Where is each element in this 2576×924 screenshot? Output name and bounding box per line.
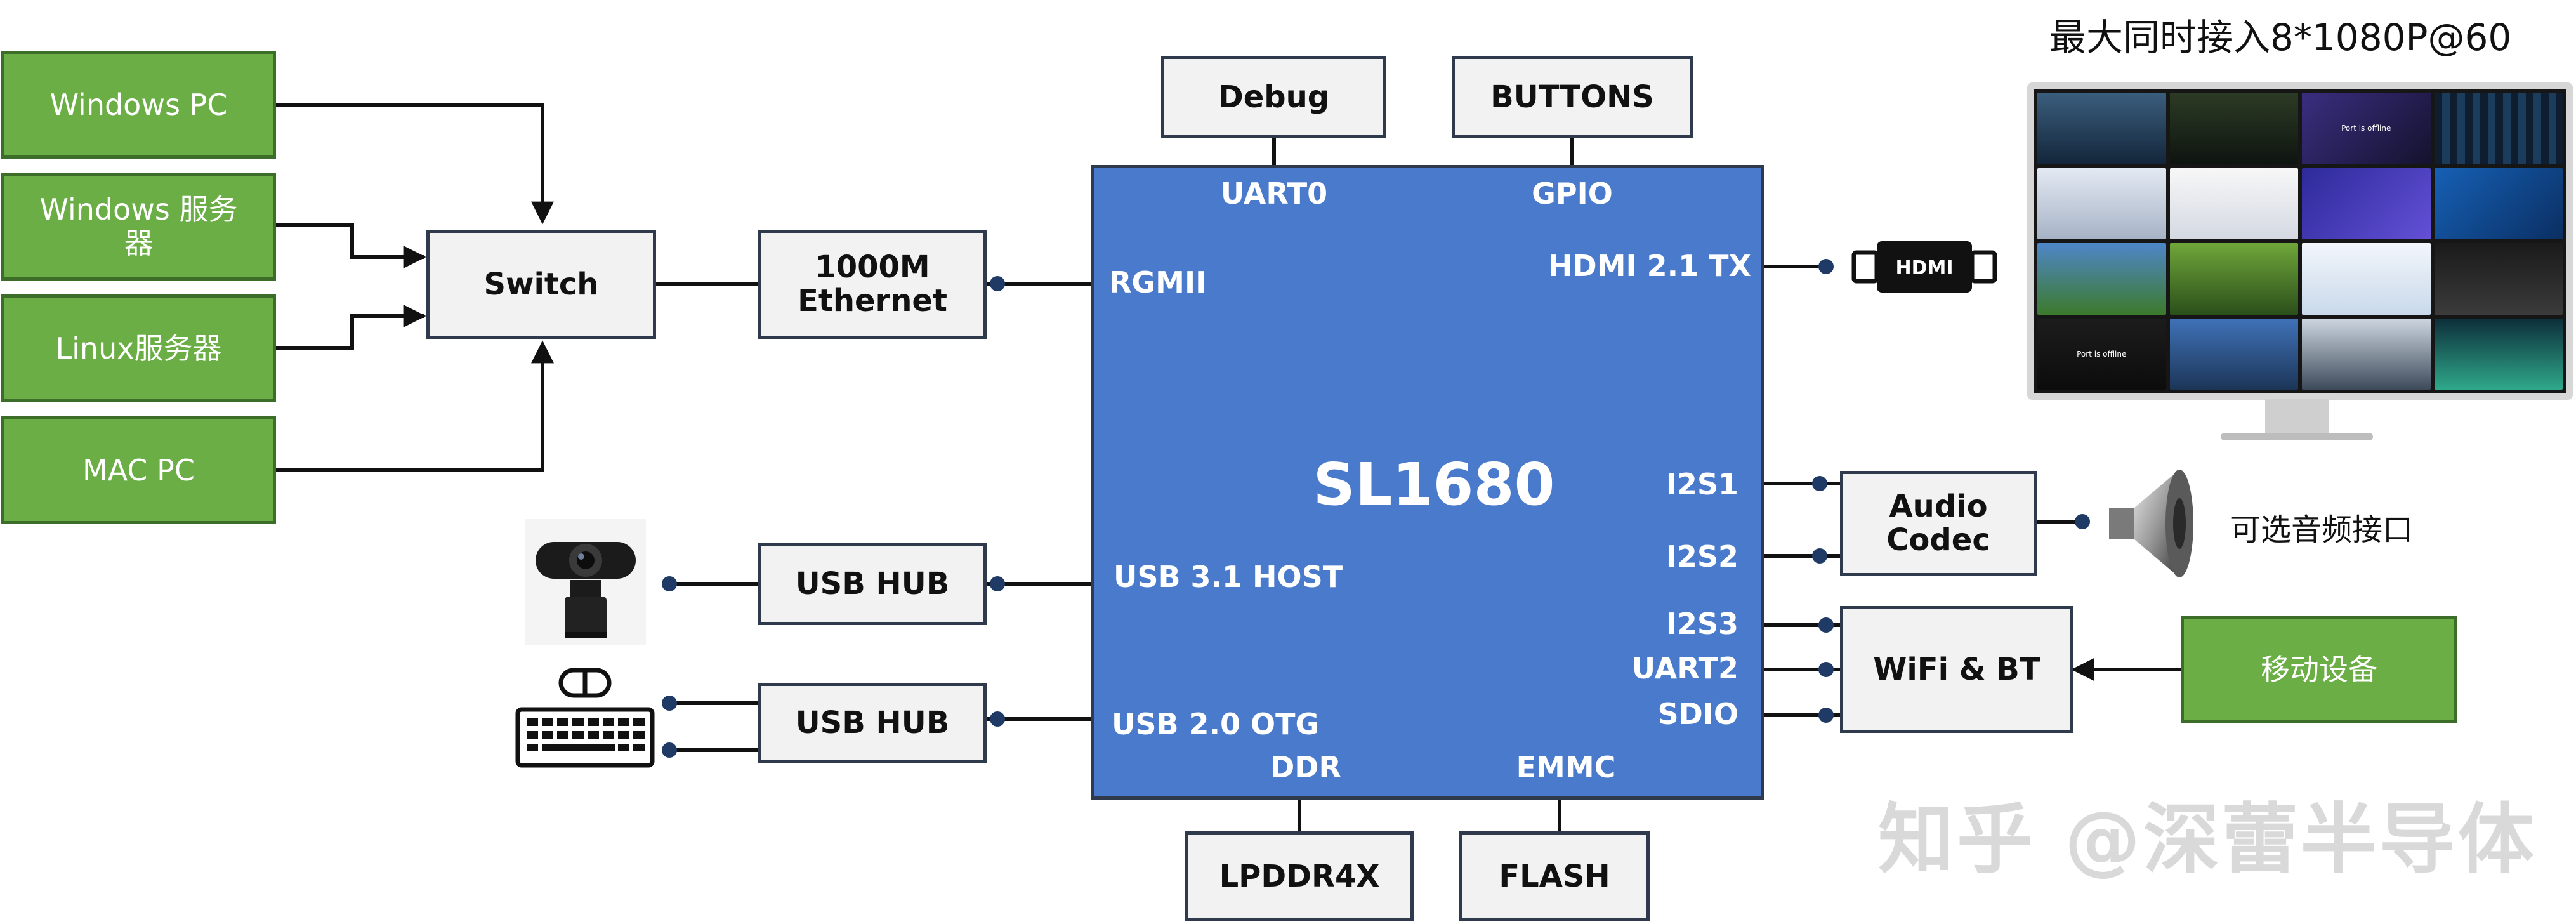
dot-usb20 — [990, 711, 1005, 727]
dot-keyboard-b — [662, 742, 677, 758]
video-tile — [2434, 318, 2563, 390]
video-tile — [2169, 243, 2298, 315]
lpddr-label: LPDDR4X — [1219, 858, 1380, 894]
dot-uart2 — [1818, 662, 1834, 677]
hdmi-plug-icon: HDMI — [1851, 241, 1997, 293]
port-i2s3: I2S3 — [1666, 607, 1738, 641]
dot-usb31 — [990, 576, 1005, 591]
line-mac-pc — [276, 340, 554, 472]
flash-label: FLASH — [1499, 858, 1610, 894]
video-tile — [2434, 93, 2563, 164]
dot-keyboard-a — [662, 696, 677, 711]
video-tile — [2037, 93, 2166, 164]
port-sdio: SDIO — [1657, 697, 1738, 731]
windows-pc-box: Windows PC — [1, 51, 276, 159]
video-tile — [2302, 318, 2431, 390]
windows-server-box: Windows 服务器 — [1, 173, 276, 280]
buttons-label: BUTTONS — [1490, 79, 1654, 115]
monitor-stand — [2265, 399, 2329, 435]
sl1680-chip — [1091, 165, 1764, 800]
dot-i2s3 — [1818, 617, 1834, 633]
buttons-box: BUTTONS — [1452, 56, 1693, 138]
chip-name: SL1680 — [1313, 451, 1555, 518]
port-emmc: EMMC — [1516, 750, 1616, 784]
video-tile — [2037, 168, 2166, 239]
switch-label: Switch — [483, 266, 599, 302]
line-linux-server — [276, 305, 426, 350]
line-windows-server — [276, 223, 426, 268]
audio-optional-label: 可选音频接口 — [2230, 512, 2414, 548]
video-tile: Port is offline — [2302, 93, 2431, 164]
watermark: 知乎 @深蕾半导体 — [1878, 796, 2537, 884]
dot-i2s1 — [1812, 476, 1827, 491]
port-i2s1: I2S1 — [1666, 467, 1738, 501]
mobile-device-box: 移动设备 — [2181, 616, 2457, 723]
flash-box: FLASH — [1459, 831, 1650, 921]
ethernet-label-line2: Ethernet — [798, 283, 947, 319]
ethernet-box: 1000M Ethernet — [758, 230, 987, 339]
wifi-bt-label: WiFi & BT — [1873, 651, 2040, 687]
port-i2s2: I2S2 — [1666, 539, 1738, 574]
monitor-icon: Port is offline Port is offline — [2027, 82, 2573, 400]
usb-hub-box-1: USB HUB — [758, 543, 987, 625]
dot-i2s2 — [1812, 548, 1827, 564]
video-tile: Port is offline — [2037, 318, 2166, 390]
monitor-caption: 最大同时接入8*1080P@60 — [2049, 16, 2512, 59]
dot-camera — [662, 576, 677, 591]
linux-server-box: Linux服务器 — [1, 294, 276, 402]
video-tile — [2434, 168, 2563, 239]
webcam-icon — [525, 519, 646, 645]
debug-label: Debug — [1218, 79, 1330, 115]
dot-sdio — [1818, 708, 1834, 723]
video-tile — [2169, 93, 2298, 164]
usb-hub-label-2: USB HUB — [795, 704, 950, 741]
dot-hdmi — [1818, 259, 1834, 274]
dot-audio-speaker — [2075, 514, 2090, 529]
usb-hub-box-2: USB HUB — [758, 683, 987, 763]
port-hdmi: HDMI 2.1 TX — [1548, 249, 1751, 283]
offline-text-2: Port is offline — [2077, 349, 2127, 359]
wifi-bt-box: WiFi & BT — [1840, 606, 2073, 733]
video-tile — [2037, 243, 2166, 315]
windows-server-label: Windows 服务器 — [39, 192, 238, 260]
ethernet-label-line1: 1000M — [815, 249, 930, 286]
switch-box: Switch — [426, 230, 656, 339]
video-tile — [2169, 318, 2298, 390]
monitor-video-wall: Port is offline Port is offline — [2034, 89, 2566, 393]
port-gpio: GPIO — [1532, 176, 1613, 211]
dot-rgmii — [990, 276, 1005, 291]
video-tile — [2302, 243, 2431, 315]
monitor-stand-base — [2221, 433, 2373, 440]
video-tile — [2434, 243, 2563, 315]
port-rgmii: RGMII — [1109, 265, 1207, 300]
port-usb20: USB 2.0 OTG — [1112, 707, 1320, 741]
usb-hub-label-1: USB HUB — [795, 565, 950, 602]
port-ddr: DDR — [1270, 750, 1341, 784]
offline-text-1: Port is offline — [2341, 124, 2391, 133]
mac-pc-label: MAC PC — [82, 452, 195, 487]
port-usb31: USB 3.1 HOST — [1114, 560, 1343, 594]
port-uart0: UART0 — [1220, 176, 1328, 211]
windows-pc-label: Windows PC — [49, 87, 228, 122]
mac-pc-box: MAC PC — [1, 416, 276, 524]
keyboard-mouse-icon — [515, 668, 655, 768]
audio-codec-box: Audio Codec — [1840, 471, 2037, 576]
audio-codec-line2: Codec — [1886, 522, 1990, 558]
video-tile — [2169, 168, 2298, 239]
line-windows-pc — [276, 103, 554, 225]
debug-box: Debug — [1161, 56, 1386, 138]
audio-codec-line1: Audio — [1889, 489, 1988, 525]
hdmi-logo-text: HDMI — [1895, 257, 1953, 279]
mobile-device-label: 移动设备 — [2261, 652, 2377, 687]
port-uart2: UART2 — [1631, 651, 1738, 685]
linux-server-label: Linux服务器 — [55, 331, 222, 366]
lpddr-box: LPDDR4X — [1185, 831, 1414, 921]
video-tile — [2302, 168, 2431, 239]
speaker-icon — [2109, 470, 2193, 578]
